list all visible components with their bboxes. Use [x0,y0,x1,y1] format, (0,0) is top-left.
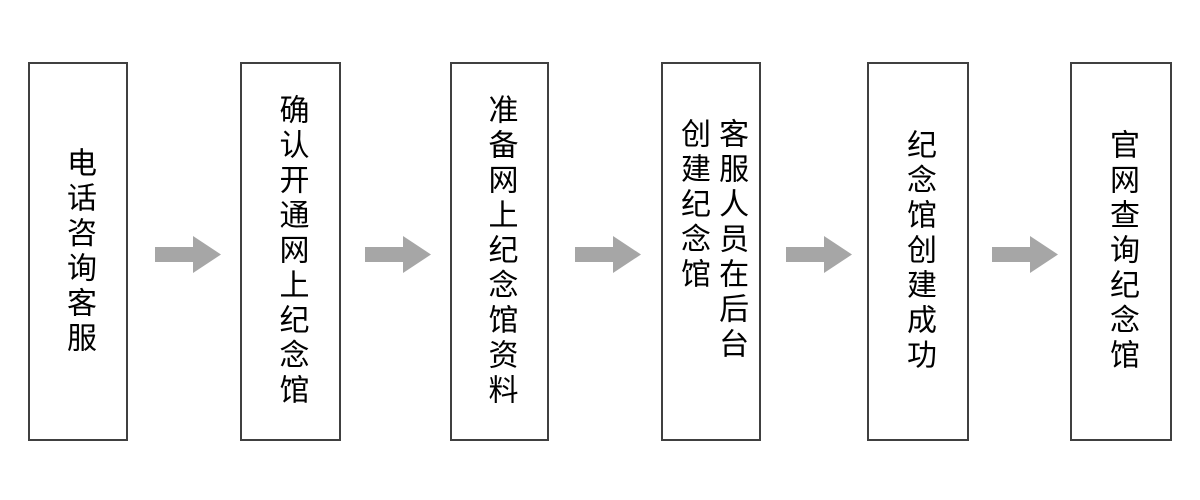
flow-node-4[interactable]: 客服人员在后台创建纪念馆 [661,62,761,441]
flow-node-1[interactable]: 电话咨询客服 [28,62,128,441]
flow-arrow-right-icon-4 [786,236,852,273]
flow-arrow-right-icon-1 [155,236,221,273]
flow-node-2[interactable]: 确认开通网上纪念馆 [240,62,341,441]
flow-node-5[interactable]: 纪念馆创建成功 [867,62,969,441]
flow-arrow-right-icon-2 [365,236,431,273]
flow-arrow-right-icon-3 [575,236,641,273]
flow-node-3[interactable]: 准备网上纪念馆资料 [450,62,549,441]
flow-node-2-label: 确认开通网上纪念馆 [273,94,309,409]
flow-node-6[interactable]: 官网查询纪念馆 [1070,62,1172,441]
flow-node-1-label: 电话咨询客服 [61,146,97,357]
flow-node-5-label: 纪念馆创建成功 [901,129,937,374]
flow-node-3-label: 准备网上纪念馆资料 [482,94,518,409]
flow-node-6-label: 官网查询纪念馆 [1104,129,1140,374]
flow-node-4-label: 客服人员在后台创建纪念馆 [675,117,749,363]
flow-arrow-right-icon-5 [992,236,1058,273]
